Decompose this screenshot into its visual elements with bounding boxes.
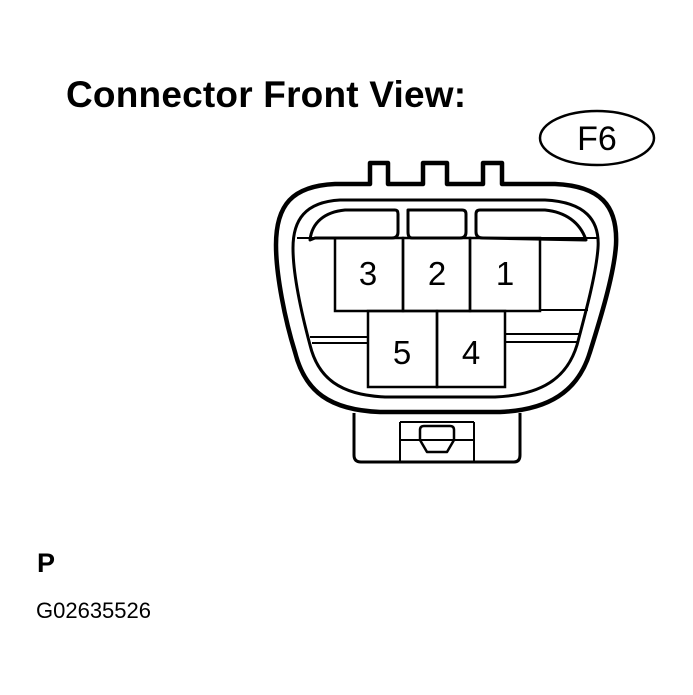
pin-cavities-row-2 <box>366 309 507 389</box>
connector-id-label: F6 <box>577 120 617 158</box>
figure-id: G02635526 <box>36 598 151 623</box>
pin-1-label: 1 <box>496 255 514 292</box>
page-letter: P <box>37 548 56 578</box>
pin-4-label: 4 <box>462 334 480 371</box>
connector-id-badge: F6 <box>538 109 656 167</box>
diagram-title: Connector Front View: <box>66 74 467 115</box>
pin-3-label: 3 <box>359 255 377 292</box>
pin-5-label: 5 <box>393 334 411 371</box>
pin-2-label: 2 <box>428 255 446 292</box>
connector-housing <box>273 160 619 464</box>
